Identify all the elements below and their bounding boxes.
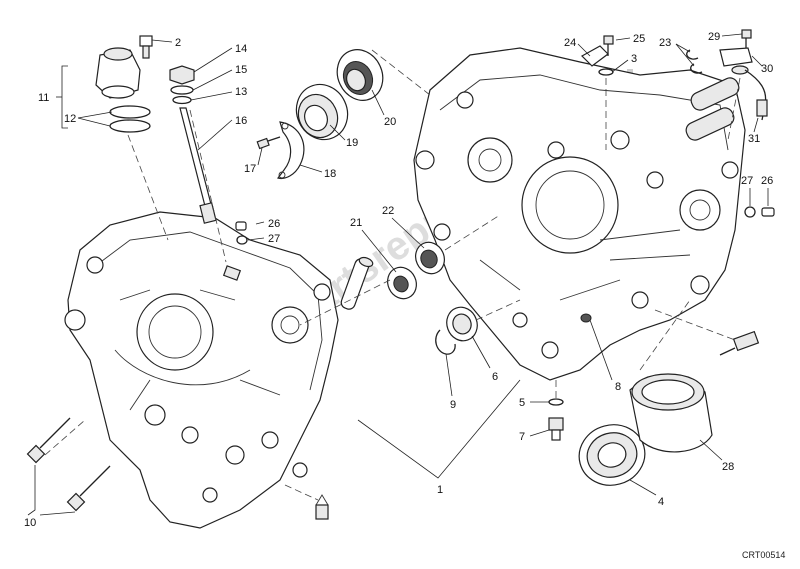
right-crankcase-half bbox=[413, 47, 746, 381]
part-4-main-bearing bbox=[578, 424, 646, 486]
callout-30: 30 bbox=[761, 63, 773, 75]
callout-9: 9 bbox=[450, 399, 456, 411]
callout-6: 6 bbox=[492, 371, 498, 383]
part-26-dowel-left bbox=[235, 221, 247, 231]
callout-13: 13 bbox=[235, 86, 247, 98]
leader-lines bbox=[27, 33, 769, 516]
callout-15: 15 bbox=[235, 64, 247, 76]
part-26-dowel-right bbox=[761, 207, 775, 217]
part-27-o-ring-left bbox=[236, 235, 248, 245]
part-6-needle-bearing bbox=[446, 306, 478, 342]
part-25-screw bbox=[603, 35, 614, 56]
callout-27-right: 27 bbox=[741, 175, 753, 187]
callout-labels: 1 2 3 4 5 6 7 8 9 10 11 12 13 14 15 16 1… bbox=[24, 31, 773, 529]
part-19-roller-bearing bbox=[295, 83, 349, 141]
callout-28: 28 bbox=[722, 461, 734, 473]
callout-19: 19 bbox=[346, 137, 358, 149]
callout-18: 18 bbox=[324, 168, 336, 180]
part-5-washer bbox=[548, 398, 564, 406]
part-20-bearing-race bbox=[336, 49, 384, 101]
assembly-lines bbox=[44, 49, 741, 501]
part-11-breather-housing bbox=[95, 47, 141, 99]
part-3-washer bbox=[598, 68, 614, 76]
callout-14: 14 bbox=[235, 43, 247, 55]
callout-1: 1 bbox=[437, 484, 443, 496]
callout-24: 24 bbox=[564, 37, 576, 49]
callout-12: 12 bbox=[64, 113, 76, 125]
callout-20: 20 bbox=[384, 116, 396, 128]
callout-5: 5 bbox=[519, 397, 525, 409]
diagram-code: CRT00514 bbox=[742, 550, 785, 560]
locating-pin bbox=[340, 256, 374, 310]
callout-21: 21 bbox=[350, 217, 362, 229]
part-14-nut bbox=[169, 65, 195, 85]
part-22-seal bbox=[415, 241, 445, 275]
callout-26-left: 26 bbox=[268, 218, 280, 230]
callout-25: 25 bbox=[633, 33, 645, 45]
left-crankcase-half bbox=[64, 211, 339, 529]
sensor-plug-bottom bbox=[315, 494, 329, 520]
part-13-o-ring bbox=[172, 95, 192, 105]
part-29-screw bbox=[741, 29, 752, 50]
callout-3: 3 bbox=[631, 53, 637, 65]
callout-22: 22 bbox=[382, 205, 394, 217]
part-28-bearing-race bbox=[629, 373, 713, 453]
part-16-tube bbox=[179, 107, 217, 224]
callout-7: 7 bbox=[519, 431, 525, 443]
part-17-screw bbox=[256, 136, 281, 150]
part-21-bearing bbox=[387, 266, 417, 300]
part-18-retaining-plate bbox=[276, 121, 305, 180]
part-12-o-rings bbox=[109, 105, 151, 133]
callout-27-left: 27 bbox=[268, 233, 280, 245]
part-30-sensor bbox=[719, 47, 753, 75]
callout-23: 23 bbox=[659, 37, 671, 49]
part-2-screw bbox=[139, 35, 153, 59]
callout-4: 4 bbox=[658, 496, 664, 508]
callout-10: 10 bbox=[24, 517, 36, 529]
callout-8: 8 bbox=[615, 381, 621, 393]
callout-11: 11 bbox=[38, 92, 49, 104]
callout-2: 2 bbox=[175, 37, 181, 49]
callout-16: 16 bbox=[235, 115, 247, 127]
part-10-bolts bbox=[26, 417, 111, 512]
callout-26-right: 26 bbox=[761, 175, 773, 187]
part-15-washer bbox=[170, 85, 194, 95]
callout-31: 31 bbox=[748, 133, 760, 145]
callout-29: 29 bbox=[708, 31, 720, 43]
sensor-right bbox=[719, 330, 760, 356]
part-7-drain-plug bbox=[548, 417, 564, 441]
callout-17: 17 bbox=[244, 163, 256, 175]
part-31-sensor-cable bbox=[744, 69, 768, 121]
part-27-o-ring-right bbox=[744, 206, 756, 218]
